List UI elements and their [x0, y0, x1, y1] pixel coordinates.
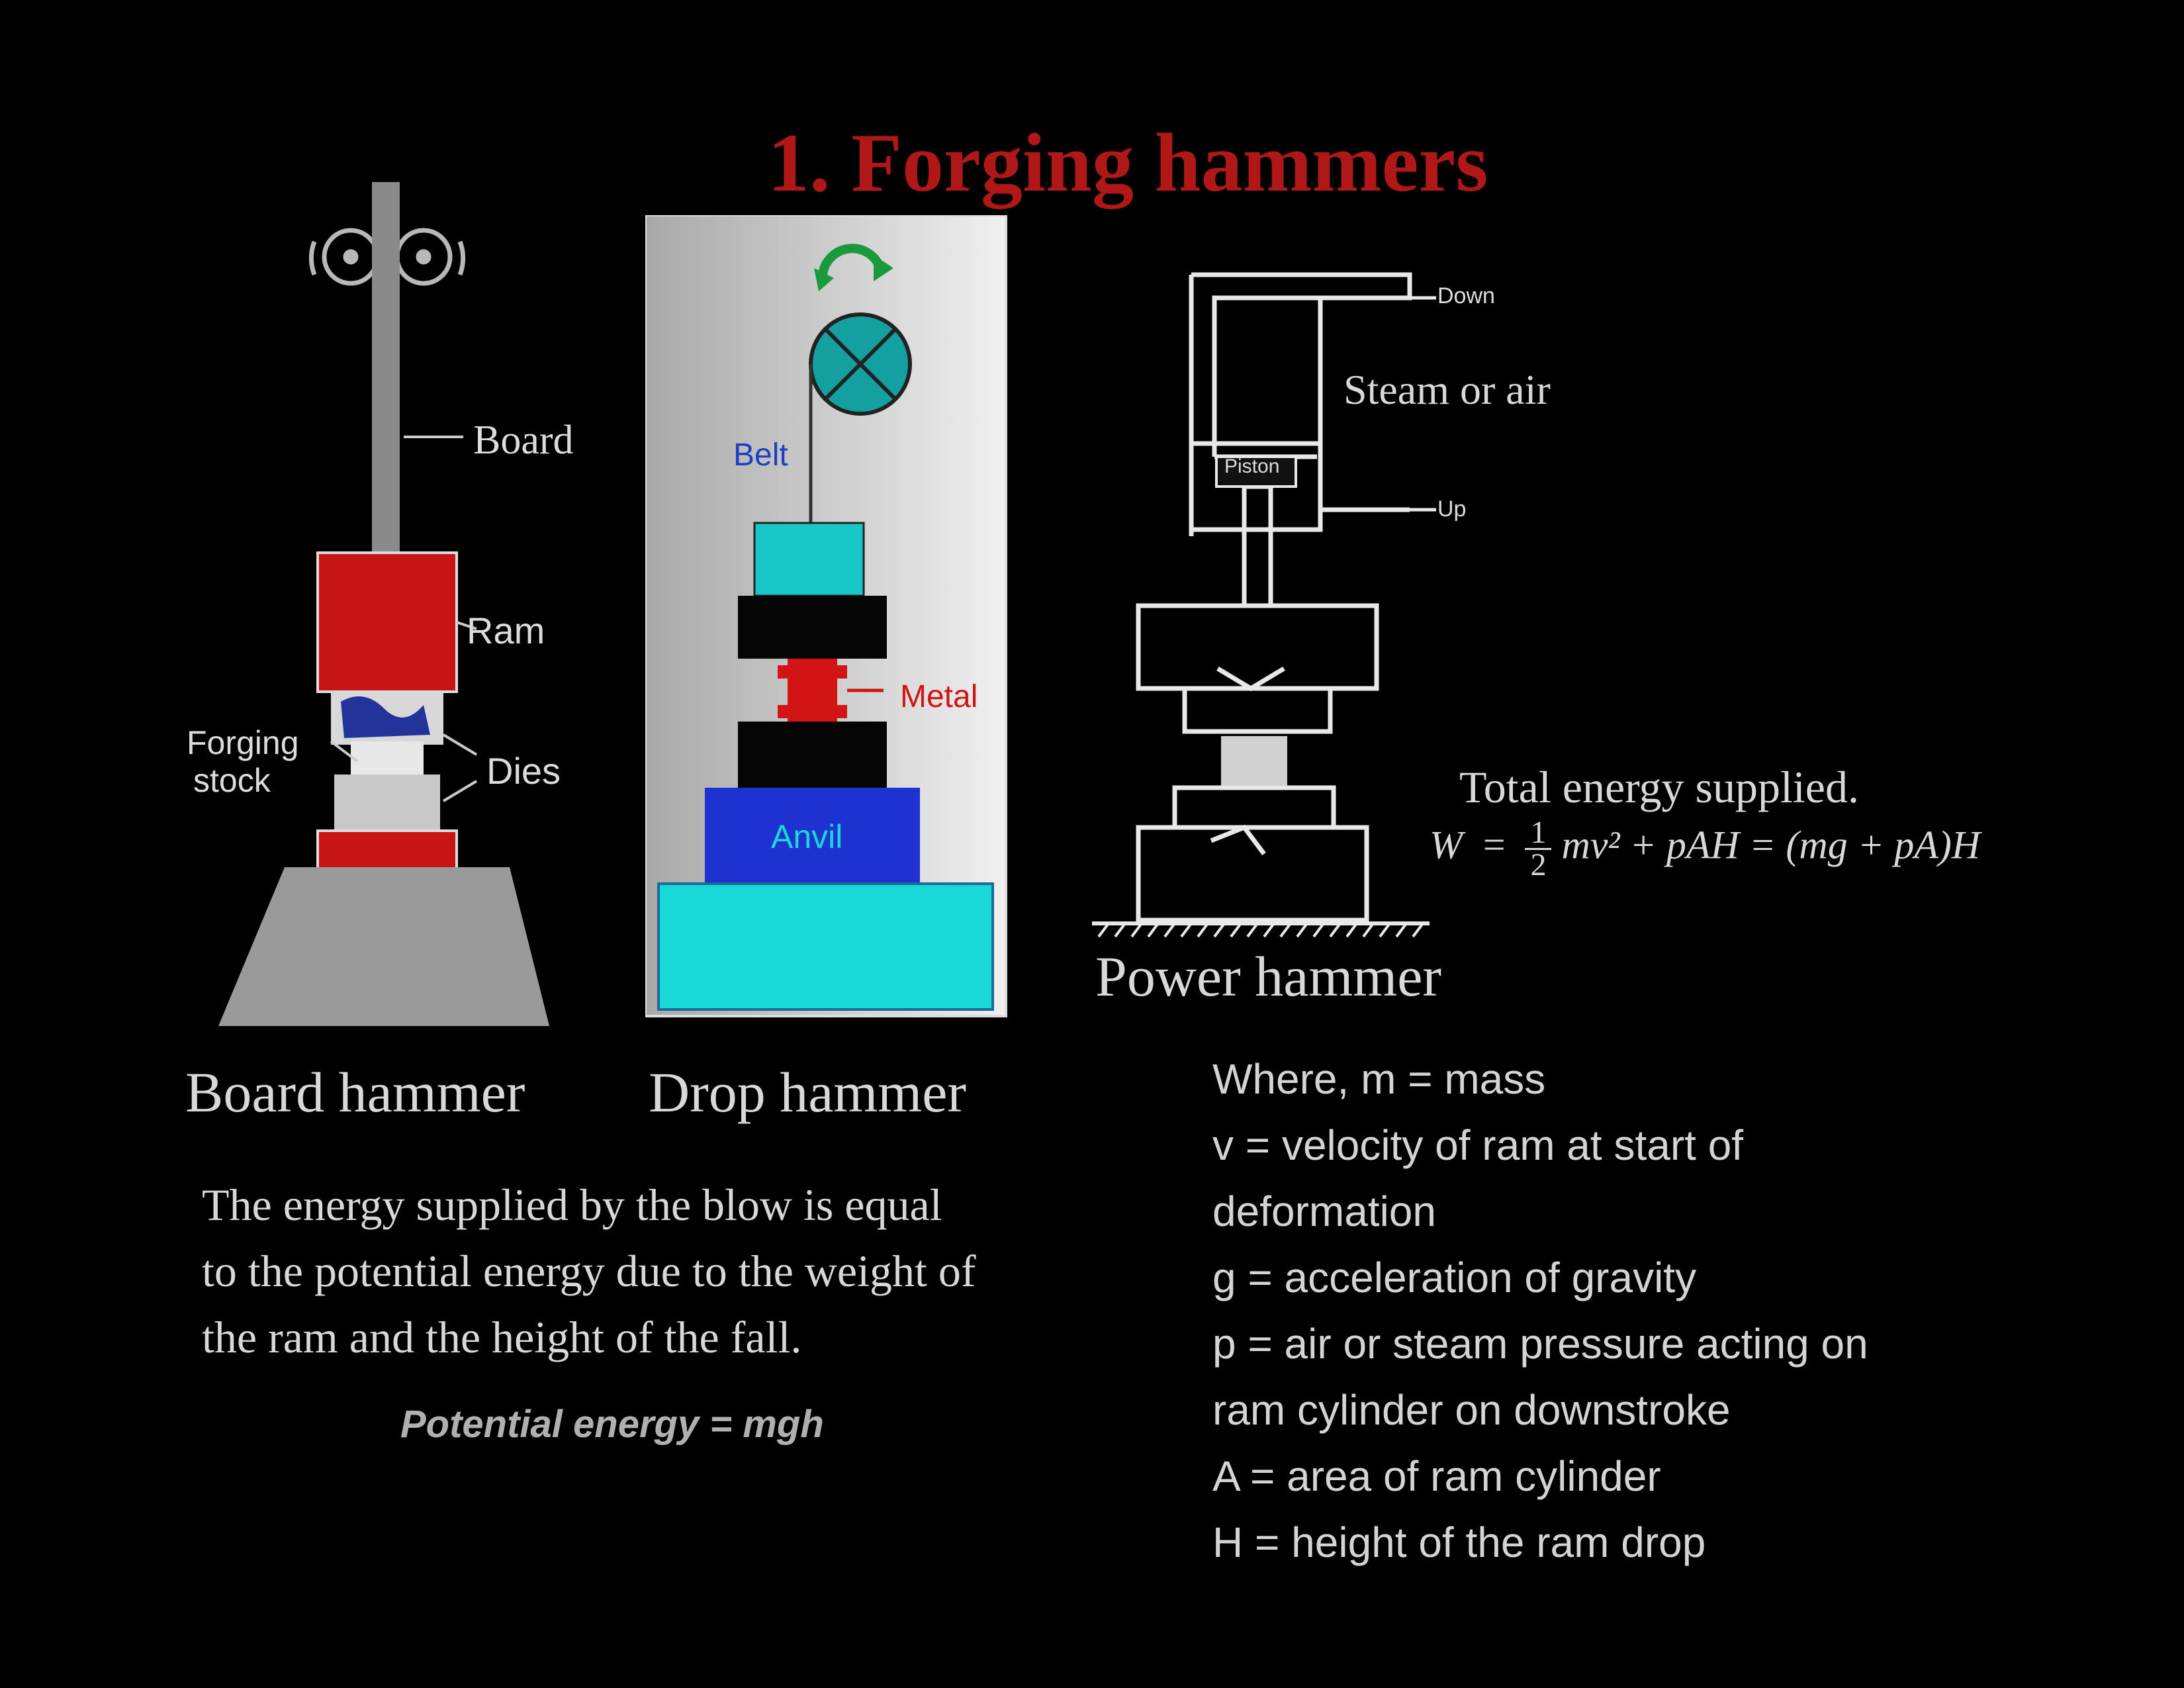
upper-die: [738, 596, 887, 659]
formula-fraction: 1 2: [1525, 818, 1551, 880]
formula-frac-den: 2: [1525, 850, 1551, 880]
stock-label: stock: [193, 761, 271, 800]
dies-label: Dies: [486, 749, 561, 792]
energy-heading: Total energy supplied.: [1459, 761, 1859, 814]
board-hammer-caption: Board hammer: [185, 1059, 525, 1125]
board-label: Board: [473, 417, 574, 464]
down-label: Down: [1437, 283, 1495, 309]
ram: [754, 523, 864, 596]
ram-label: Ram: [467, 609, 545, 652]
lower-die: [738, 722, 887, 788]
anvil-label: Anvil: [771, 818, 842, 856]
drop-hammer-diagram: [645, 215, 1009, 1019]
definition-item: p = air or steam pressure acting on: [1212, 1311, 1868, 1377]
definition-item: g = acceleration of gravity: [1212, 1244, 1868, 1311]
definition-item: deformation: [1212, 1178, 1868, 1244]
ram: [318, 553, 457, 692]
formula-frac-num: 1: [1525, 818, 1551, 850]
base: [659, 884, 993, 1009]
potential-energy-formula: Potential energy = mgh: [400, 1402, 824, 1446]
steam-label: Steam or air: [1343, 365, 1551, 414]
definition-item: ram cylinder on downstroke: [1212, 1377, 1868, 1443]
power-hammer-caption: Power hammer: [1095, 943, 1441, 1009]
definition-item: A = area of ram cylinder: [1212, 1443, 1868, 1509]
formula-rest: mv² + pAH = (mg + pA)H: [1561, 823, 1980, 867]
board: [372, 182, 400, 553]
explanation-line: The energy supplied by the blow is equal: [202, 1172, 976, 1238]
piston-label: Piston: [1224, 455, 1279, 478]
definition-item: v = velocity of ram at start of: [1212, 1112, 1868, 1178]
definition-item: Where, m = mass: [1212, 1046, 1868, 1112]
belt-label: Belt: [733, 437, 788, 473]
drop-hammer-caption: Drop hammer: [649, 1059, 966, 1125]
workpiece: [1221, 736, 1287, 786]
explanation-line: to the potential energy due to the weigh…: [202, 1238, 976, 1304]
page-title: 1. Forging hammers: [768, 116, 1488, 211]
definition-item: H = height of the ram drop: [1212, 1509, 1868, 1575]
definitions-list: Where, m = mass v = velocity of ram at s…: [1212, 1046, 1868, 1575]
explanation-line: the ram and the height of the fall.: [202, 1304, 976, 1370]
formula-w: W: [1430, 823, 1463, 867]
energy-formula: W = 1 2 mv² + pAH = (mg + pA)H: [1430, 818, 1980, 880]
up-label: Up: [1437, 496, 1466, 522]
explanation-text: The energy supplied by the blow is equal…: [202, 1172, 976, 1370]
forging-label: Forging: [187, 724, 299, 762]
power-hammer-diagram: [1085, 258, 1456, 940]
metal-label: Metal: [900, 679, 978, 715]
forging-stock: [351, 741, 424, 774]
board-hammer-diagram: [199, 172, 609, 1033]
lower-die: [334, 774, 440, 834]
pulley-icon: [811, 314, 910, 414]
base: [218, 867, 549, 1026]
